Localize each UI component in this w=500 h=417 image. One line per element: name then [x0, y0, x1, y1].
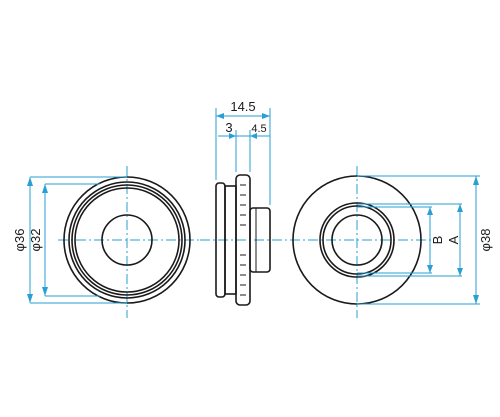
phi38-label: φ38: [478, 229, 493, 252]
front-view: φ36 φ32: [12, 166, 200, 318]
phi32-label: φ32: [28, 229, 43, 252]
phi36-arrow-top: [27, 177, 33, 186]
phi32-arrow-bottom: [42, 287, 48, 296]
back-view: B A φ38: [290, 166, 493, 318]
phi38-arrow-bottom: [473, 295, 479, 304]
front-ring-4: [74, 187, 180, 293]
dim-a-label: A: [446, 235, 461, 244]
dim-3-label: 3: [225, 120, 232, 135]
dim-b-label: B: [430, 236, 445, 245]
front-bore: [101, 214, 153, 266]
phi36-label: φ36: [12, 229, 27, 252]
side-knurl: [240, 184, 246, 296]
back-boss-inner: [322, 205, 392, 275]
phi38-arrow-top: [473, 176, 479, 185]
side-boss: [249, 207, 271, 273]
dim-4-5-label: 4.5: [251, 123, 266, 135]
dim-b-arrow-bottom: [427, 265, 433, 273]
dim-14-5-label: 14.5: [230, 99, 255, 114]
dim-a-arrow-top: [457, 204, 463, 212]
back-boss-outer: [319, 202, 395, 278]
dim-4-5-arrow: [250, 133, 257, 139]
back-bore: [331, 214, 383, 266]
phi32-arrow-top: [42, 184, 48, 193]
dim-b-arrow-top: [427, 207, 433, 215]
phi36-arrow-bottom: [27, 294, 33, 303]
front-ring-2: [68, 181, 186, 299]
dim-14-5-arrow-right: [262, 113, 270, 119]
dim-3-arrow: [229, 133, 236, 139]
dim-a-arrow-bottom: [457, 268, 463, 276]
side-view: 14.5 3 4.5: [200, 99, 290, 306]
front-ring-3: [71, 184, 183, 296]
dim-14-5-arrow-left: [216, 113, 224, 119]
